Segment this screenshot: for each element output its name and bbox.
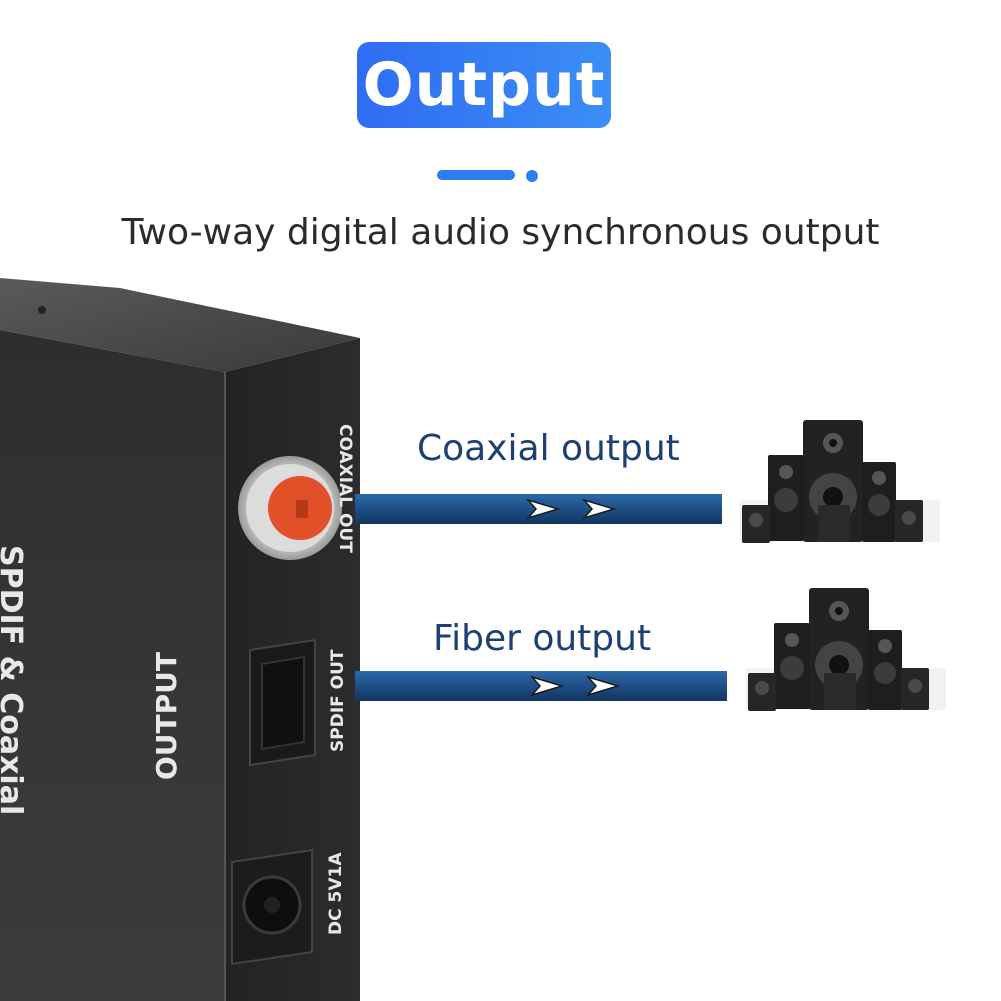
title-badge: Output <box>357 42 611 128</box>
speaker-system-icon <box>740 420 940 543</box>
subtitle: Two-way digital audio synchronous output <box>121 212 880 253</box>
port-label-spdif: SPDIF OUT <box>328 649 348 752</box>
device-front <box>0 330 225 1001</box>
accent-dash <box>437 170 515 180</box>
device-front-label: OUTPUT <box>150 652 183 780</box>
device-side-label: SPDIF & Coaxial <box>0 545 28 816</box>
port-label-dc: DC 5V1A <box>326 852 346 935</box>
page-title: Output <box>362 50 606 120</box>
speaker-system-icon <box>746 588 946 711</box>
coaxial-arrows <box>525 498 617 520</box>
coaxial-output-label: Coaxial output <box>417 428 680 469</box>
fiber-arrows <box>529 675 621 697</box>
accent-dot <box>526 170 538 182</box>
port-label-coaxial: COAXIAL OUT <box>335 424 355 553</box>
fiber-output-label: Fiber output <box>433 618 652 659</box>
device-top <box>0 278 360 372</box>
